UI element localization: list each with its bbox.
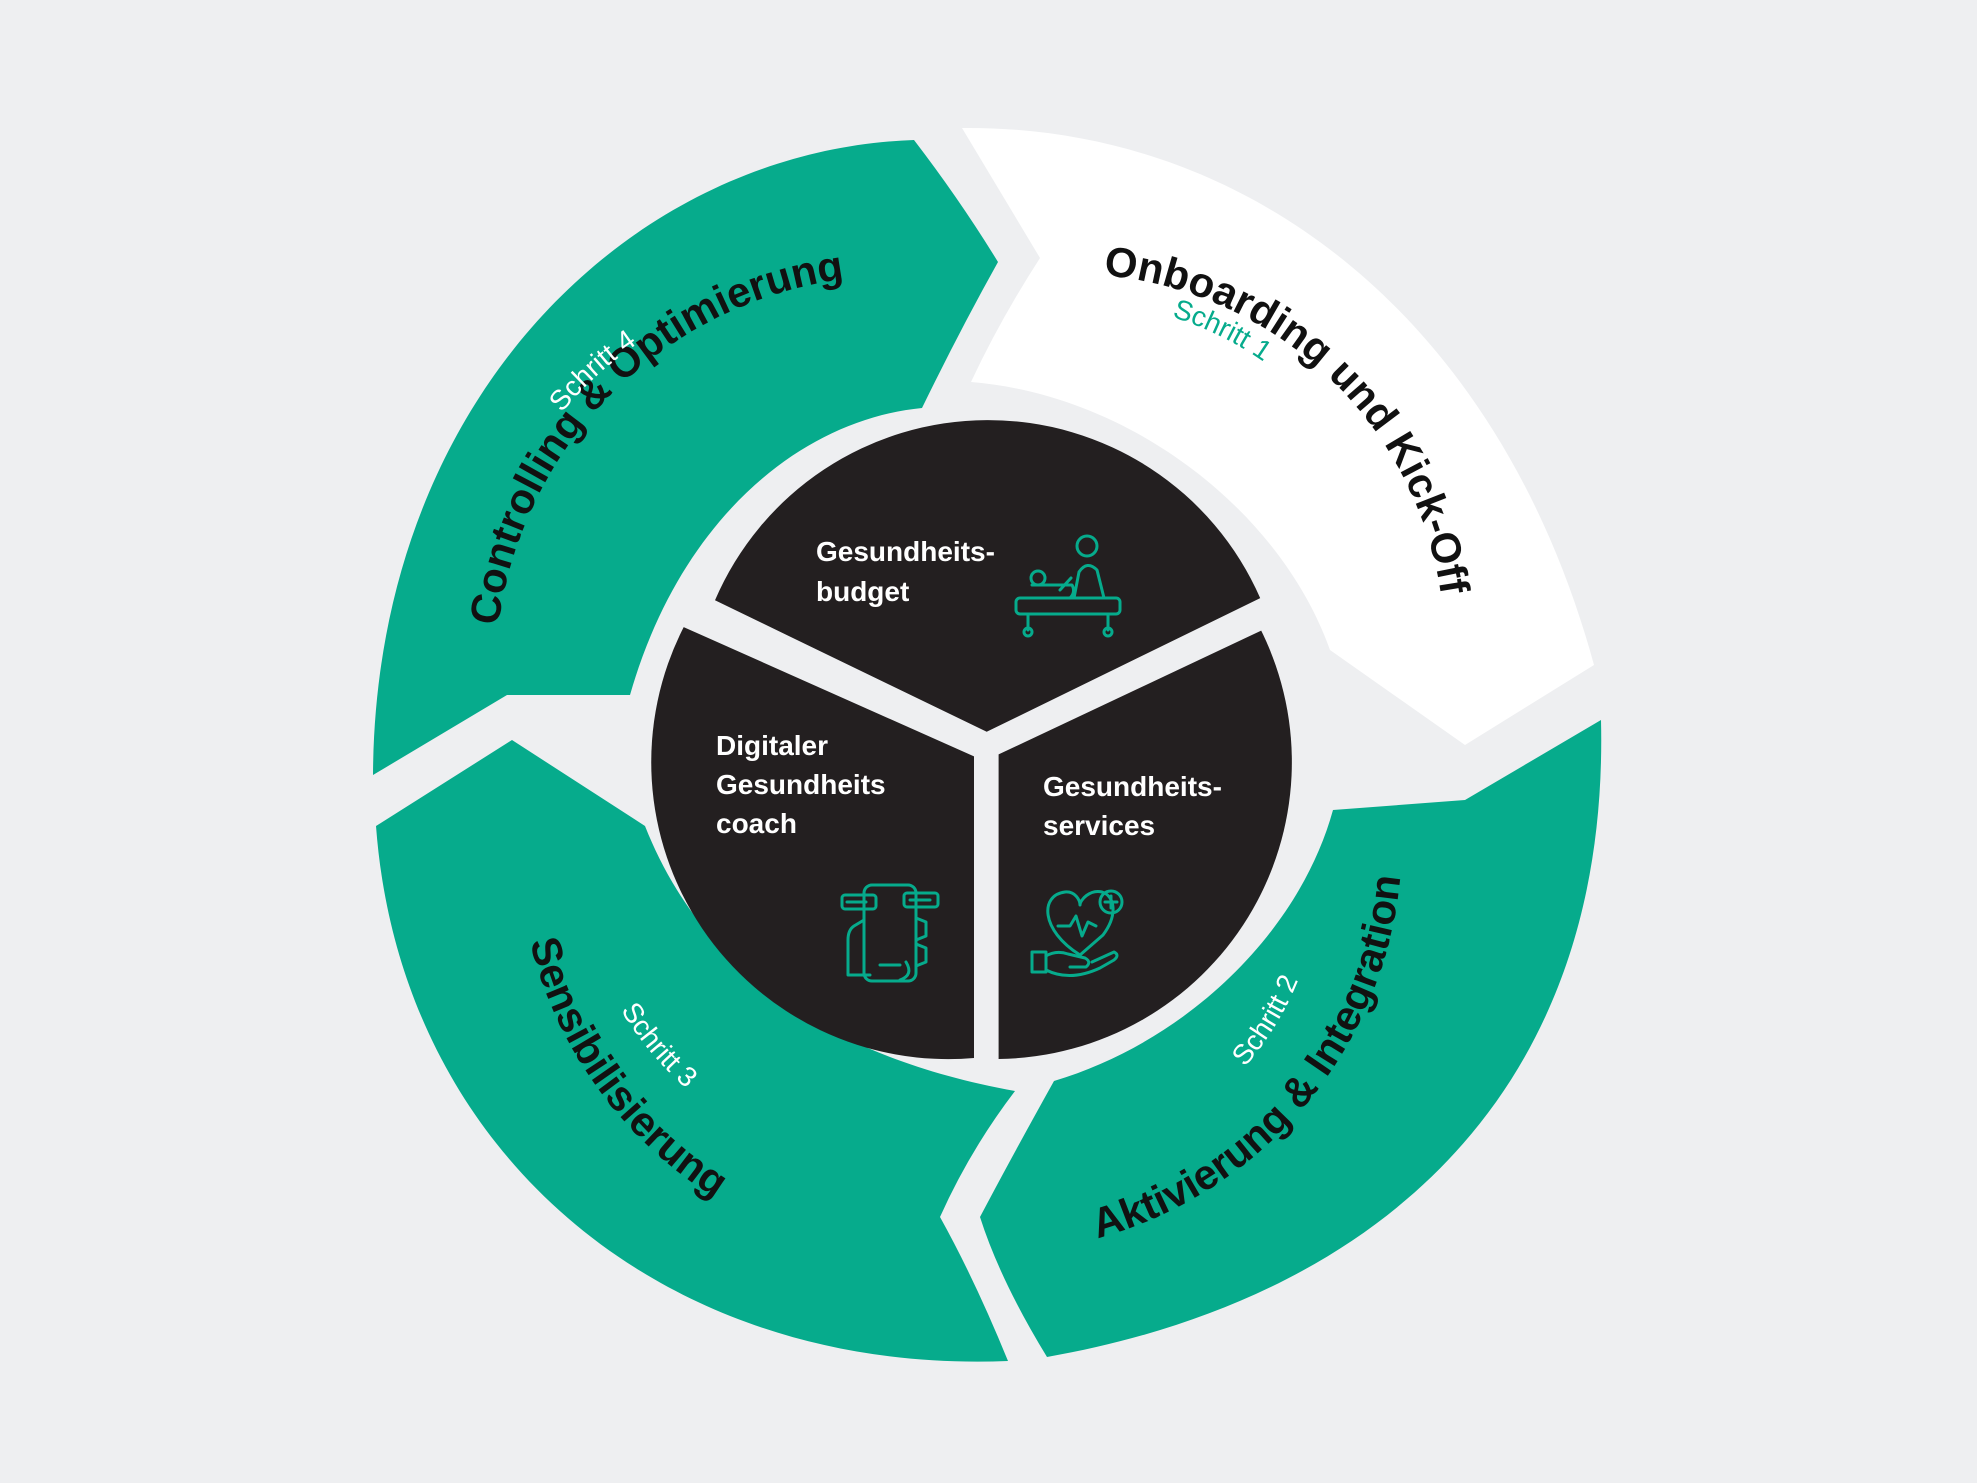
core-label-line: budget xyxy=(816,576,909,607)
core-sector-digitaler-gesundheitscoach[interactable] xyxy=(651,627,974,1060)
core-label-gesundheitsservices: Gesundheits- services xyxy=(1043,771,1222,841)
core-label-line: Gesundheits- xyxy=(816,536,995,567)
massage-table-icon xyxy=(1014,534,1122,638)
core-label-line: coach xyxy=(716,808,797,839)
core-label-line: Gesundheits- xyxy=(1043,771,1222,802)
step-4-segment[interactable] xyxy=(373,140,998,775)
core-label-digitaler-gesundheitscoach: Digitaler Gesundheits coach xyxy=(716,730,886,839)
core-label-gesundheitsbudget: Gesundheits- budget xyxy=(816,536,995,607)
core-sector-gesundheitsservices[interactable] xyxy=(998,630,1292,1059)
core-circle xyxy=(651,420,1292,1060)
core-label-line: services xyxy=(1043,810,1155,841)
core-label-line: Gesundheits xyxy=(716,769,886,800)
core-label-line: Digitaler xyxy=(716,730,828,761)
step-3-segment[interactable] xyxy=(376,740,1015,1362)
step-1-segment[interactable] xyxy=(962,127,1594,746)
phone-chat-icon xyxy=(840,883,940,983)
step-2-segment[interactable] xyxy=(980,720,1602,1357)
core-sector-gesundheitsbudget[interactable] xyxy=(715,420,1261,732)
cycle-ring xyxy=(373,127,1602,1362)
heart-in-hand-icon xyxy=(1030,889,1124,977)
